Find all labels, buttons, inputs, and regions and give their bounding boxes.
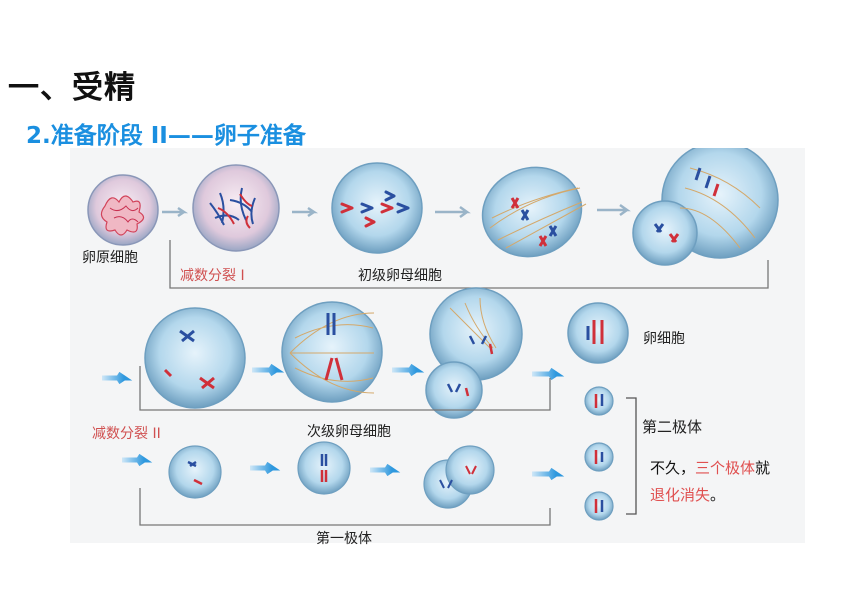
label-oogonium: 卵原细胞 [82,250,138,266]
anaphase-i-cell [481,166,587,258]
arrow-icon [370,463,401,477]
first-polar-body-split-cell [423,445,495,509]
polar-body-note: 不久，三个极体就退化消失。 [650,455,770,509]
anaphase-ii-cell [425,287,523,419]
arrow-icon [252,363,285,377]
arrow-icon [102,371,133,385]
arrow-icon [532,367,565,381]
note-middle: 就 [755,459,771,477]
prophase-cell [192,164,280,252]
first-polar-bracket [139,488,551,526]
arrow-icon [250,461,281,475]
polar-body-bracket [626,397,637,515]
polar-body-cell [584,442,614,472]
oogenesis-diagram [70,148,805,543]
arrow-icon [435,205,471,219]
polar-body-cell [584,491,614,521]
note-prefix: 不久， [650,459,696,477]
arrow-icon [292,206,319,218]
arrow-icon [532,467,565,481]
first-polar-body-cell [168,445,222,499]
label-first-polar-body: 第一极体 [316,531,372,547]
egg-cell [567,302,629,364]
label-primary-oocyte: 初级卵母细胞 [358,268,442,284]
label-secondary-oocyte: 次级卵母细胞 [307,424,391,440]
label-second-polar-body: 第二极体 [642,418,703,436]
meiosis-ii-bracket [139,366,551,411]
arrow-icon [392,363,425,377]
polar-body-cell [584,386,614,416]
arrow-icon [597,203,631,217]
label-meiosis-1: 减数分裂 I [180,268,245,284]
note-highlight-1: 三个极体 [695,459,756,477]
arrow-icon [122,453,153,467]
page-title: 一、受精 [8,70,136,106]
section-subtitle: 2.准备阶段 II——卵子准备 [26,123,306,149]
telophase-i-cell [632,148,779,266]
note-suffix: 。 [710,486,726,504]
secondary-oocyte-cell [144,307,246,409]
first-polar-body-division-cell [297,441,351,495]
label-meiosis-2: 减数分裂 II [92,426,161,442]
arrow-icon [162,206,189,218]
metaphase-ii-cell [281,301,383,403]
metaphase-i-cell [331,162,423,254]
oogonium-cell [87,174,159,246]
label-egg: 卵细胞 [643,331,685,347]
note-highlight-2: 退化消失 [650,486,711,504]
